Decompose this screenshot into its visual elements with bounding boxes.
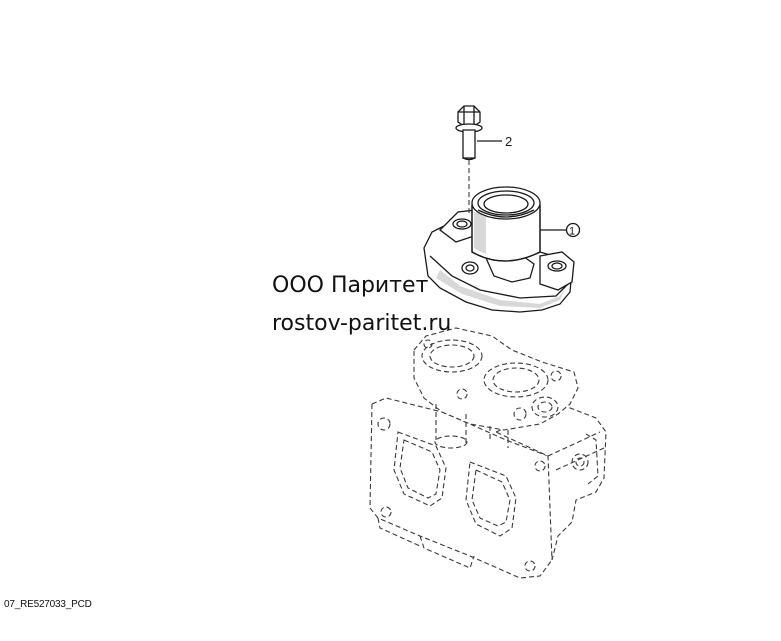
watermark-website: rostov-paritet.ru — [272, 311, 452, 336]
callout-1-label: 1 — [569, 226, 575, 238]
thermostat-housing — [423, 186, 575, 313]
figure-code: 07_RE527033_PCD — [4, 599, 92, 610]
intermediate-housing-outline — [413, 327, 579, 449]
callout-1: 1 — [540, 222, 581, 238]
callout-2-label: 2 — [505, 134, 512, 149]
bolt — [455, 105, 483, 214]
engine-block-outline — [369, 397, 607, 579]
callout-2: 2 — [477, 134, 512, 149]
watermark-company-name: ООО Паритет — [272, 273, 429, 298]
